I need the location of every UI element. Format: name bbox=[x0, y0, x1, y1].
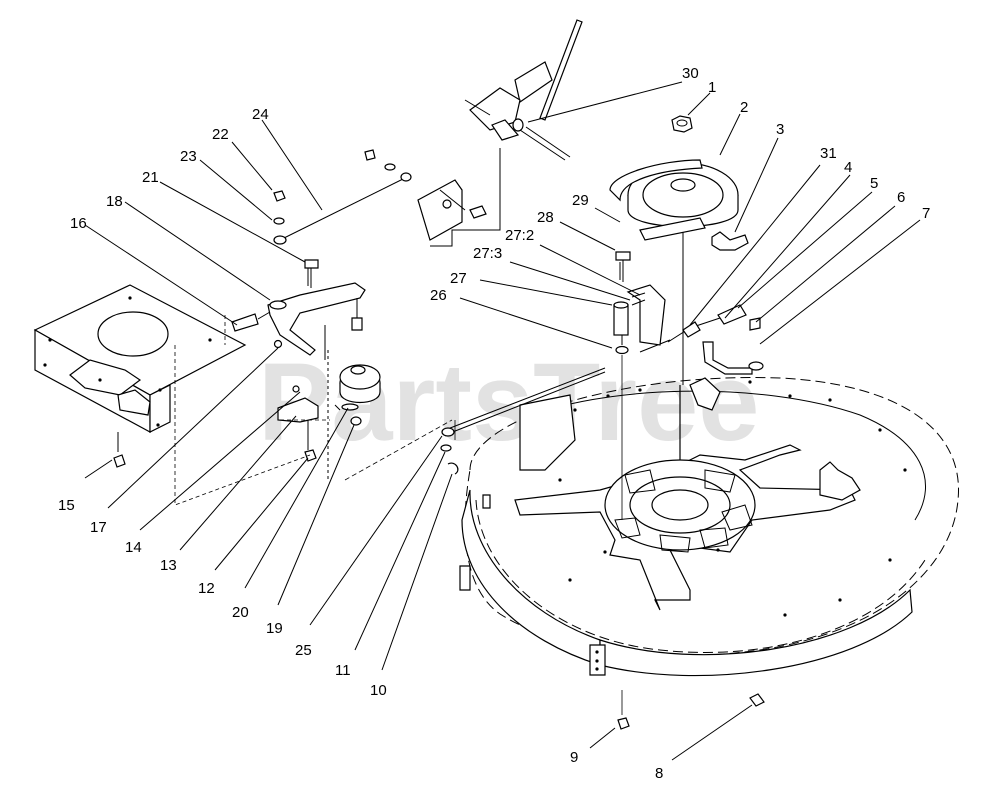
callout-30: 30 bbox=[682, 65, 699, 82]
callout-16: 16 bbox=[70, 215, 87, 232]
callout-21: 21 bbox=[142, 169, 159, 186]
spindle-pulley bbox=[609, 159, 739, 385]
mower-deck-housing bbox=[459, 376, 959, 677]
callout-27-3: 27:3 bbox=[473, 245, 502, 262]
callout-26: 26 bbox=[430, 287, 447, 304]
callout-27: 27 bbox=[450, 270, 467, 287]
cable-assembly bbox=[441, 304, 764, 437]
callout-5: 5 bbox=[870, 175, 878, 192]
callout-10: 10 bbox=[370, 682, 387, 699]
callout-19: 19 bbox=[266, 620, 283, 637]
callout-7: 7 bbox=[922, 205, 930, 222]
callout-12: 12 bbox=[198, 580, 215, 597]
callout-25: 25 bbox=[295, 642, 312, 659]
callout-27-2: 27:2 bbox=[505, 227, 534, 244]
callout-13: 13 bbox=[160, 557, 177, 574]
callout-6: 6 bbox=[897, 189, 905, 206]
idler-arm bbox=[231, 259, 381, 480]
callout-1: 1 bbox=[708, 79, 716, 96]
callout-14: 14 bbox=[125, 539, 142, 556]
callout-29: 29 bbox=[572, 192, 589, 209]
callout-22: 22 bbox=[212, 126, 229, 143]
leader-lines bbox=[84, 81, 921, 761]
callout-31: 31 bbox=[820, 145, 837, 162]
hairpin-clip bbox=[447, 462, 459, 475]
belt-clip bbox=[711, 231, 749, 251]
cable-bracket bbox=[613, 251, 666, 520]
mounting-plate bbox=[33, 284, 330, 506]
callout-15: 15 bbox=[58, 497, 75, 514]
callout-18: 18 bbox=[106, 193, 123, 210]
callout-11: 11 bbox=[335, 662, 351, 679]
callout-28: 28 bbox=[537, 209, 554, 226]
nut-9 bbox=[617, 717, 630, 730]
callout-3: 3 bbox=[776, 121, 784, 138]
hex-nut bbox=[671, 115, 693, 133]
callout-24: 24 bbox=[252, 106, 269, 123]
lift-lever bbox=[273, 19, 583, 247]
callout-20: 20 bbox=[232, 604, 249, 621]
nut-8 bbox=[749, 693, 765, 707]
callout-4: 4 bbox=[844, 159, 852, 176]
callout-8: 8 bbox=[655, 765, 663, 782]
callout-2: 2 bbox=[740, 99, 748, 116]
callout-23: 23 bbox=[180, 148, 197, 165]
callout-9: 9 bbox=[570, 749, 578, 766]
callout-numbers: 1 2 3 4 5 6 7 8 9 10 11 12 13 14 15 16 1… bbox=[58, 65, 930, 782]
callout-17: 17 bbox=[90, 519, 107, 536]
washer-small bbox=[440, 444, 452, 452]
watermark: PartsTree bbox=[258, 341, 759, 464]
